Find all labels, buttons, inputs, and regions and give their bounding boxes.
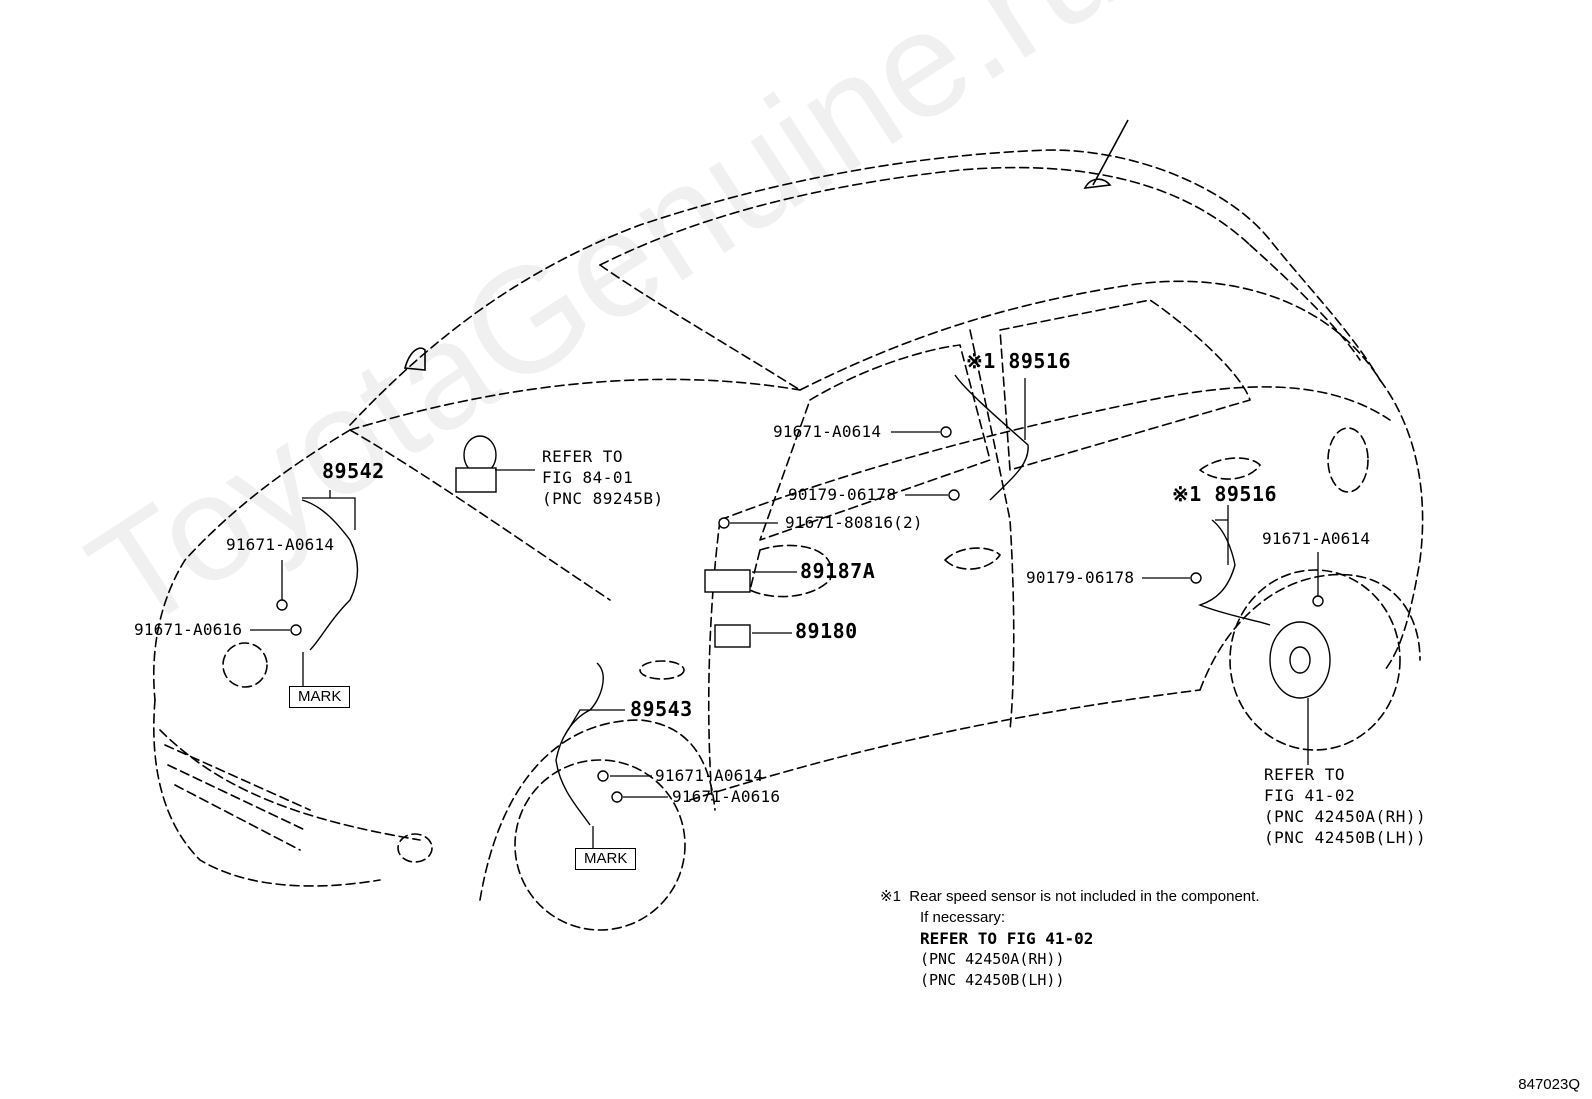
front-door-handle	[944, 547, 1001, 570]
part-89516-upper-label: ※1 89516	[966, 349, 1072, 373]
front-fascia	[153, 699, 381, 887]
hood-front	[152, 429, 351, 701]
front-sensor-rh-wire-icon	[555, 662, 604, 826]
refer-hub-line1: REFER TO	[1264, 765, 1346, 784]
mirror	[749, 544, 833, 598]
clip-06178-rear-label: 90179-06178	[1026, 568, 1135, 587]
side-marker	[639, 660, 685, 680]
refer-hub-line4: (PNC 42450B(LH))	[1264, 828, 1427, 847]
front-window	[759, 344, 991, 541]
part-89542-label: 89542	[322, 459, 385, 483]
footnote-line2: If necessary:	[920, 909, 1006, 926]
roof-inner	[599, 166, 1251, 266]
side-top	[799, 280, 1381, 391]
rear-glass	[1249, 244, 1361, 361]
refer-spiral-line3: (PNC 89245B)	[542, 489, 664, 508]
diagram-code: 847023Q	[1518, 1076, 1580, 1093]
clip-06178-mid-label: 90179-06178	[788, 485, 897, 504]
footnote-line1: Rear speed sensor is not included in the…	[909, 888, 1260, 905]
bolt-a0614-rear-label: 91671-A0614	[1262, 529, 1371, 548]
rear-wheel	[1229, 569, 1401, 751]
footnote-line5: (PNC 42450B(LH))	[920, 971, 1065, 989]
side-bottom	[689, 689, 1201, 801]
windshield-left	[599, 264, 801, 391]
grille	[164, 744, 311, 851]
front-door-line	[707, 519, 721, 801]
front-sensor-lh-wire-icon	[301, 499, 359, 651]
footnote-line3: REFER TO FIG 41-02	[920, 929, 1094, 948]
mark-front-box: MARK	[575, 848, 637, 870]
front-wheel	[514, 759, 686, 931]
part-89543-label: 89543	[630, 697, 693, 721]
bolt-a0614-left-label: 91671-A0614	[226, 535, 335, 554]
rear-end	[1379, 379, 1424, 671]
part-89180-label: 89180	[795, 619, 858, 643]
refer-rear-hub: REFER TO FIG 41-02 (PNC 42450A(RH)) (PNC…	[1264, 764, 1426, 848]
bolt-icons	[276, 426, 1324, 803]
footnote-line4: (PNC 42450A(RH))	[920, 950, 1065, 968]
spiral-cable-icon	[455, 435, 497, 493]
rear-sensor-upper-wire-icon	[954, 374, 1029, 501]
bolt-80816-label: 91671-80816(2)	[785, 513, 923, 532]
bracket-89187a-icon	[704, 569, 751, 593]
front-wheel-arch	[479, 719, 716, 901]
footnote: ※1 Rear speed sensor is not included in …	[880, 886, 1259, 991]
antenna-icon	[1083, 119, 1129, 189]
hood-edge	[349, 429, 611, 601]
leader-89542	[302, 490, 356, 530]
b-pillar	[969, 329, 1015, 731]
refer-spiral-cable: REFER TO FIG 84-01 (PNC 89245B)	[542, 446, 664, 509]
rear-door-handle	[1199, 457, 1261, 480]
left-mirror-icon	[403, 347, 426, 371]
bolt-a0614-mid-label: 91671-A0614	[773, 422, 882, 441]
part-89516-lower-label: ※1 89516	[1172, 482, 1278, 506]
beltline	[719, 386, 1391, 521]
refer-spiral-line2: FIG 84-01	[542, 468, 634, 487]
refer-hub-line3: (PNC 42450A(RH))	[1264, 807, 1427, 826]
leader-89543	[564, 709, 625, 736]
rear-sensor-lower-wire-icon	[1197, 519, 1271, 626]
sensor-89180-icon	[714, 624, 751, 648]
mark-left-box: MARK	[289, 686, 351, 708]
refer-hub-line2: FIG 41-02	[1264, 786, 1356, 805]
bolt-a0614-front-label: 91671-A0614	[655, 766, 764, 785]
bolt-a0616-front-label: 91671-A0616	[672, 787, 781, 806]
bolt-a0616-left-label: 91671-A0616	[134, 620, 243, 639]
headlamp	[222, 642, 268, 688]
windshield-top	[349, 378, 801, 431]
roof-line	[349, 149, 1381, 426]
front-bumper	[159, 729, 421, 841]
hub-icon	[1269, 621, 1331, 699]
leader-89516-b	[1215, 505, 1229, 565]
part-89187a-label: 89187A	[800, 559, 876, 583]
refer-spiral-line1: REFER TO	[542, 447, 624, 466]
fog-lamp	[397, 833, 433, 863]
footnote-marker: ※1	[880, 888, 901, 905]
fuel-door	[1327, 427, 1369, 493]
rear-window	[999, 299, 1251, 471]
